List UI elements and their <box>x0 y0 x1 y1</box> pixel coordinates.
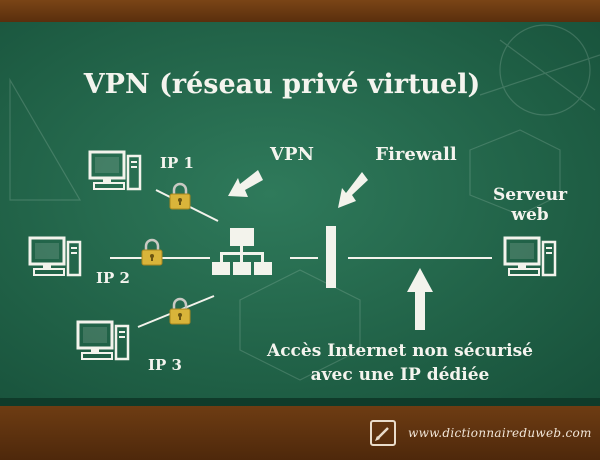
computer-icon-ip3 <box>76 320 130 361</box>
vpn-label: VPN <box>269 144 314 165</box>
ip1-label: IP 1 <box>160 154 194 172</box>
network-hub-icon <box>212 228 272 275</box>
firewall-label: Firewall <box>375 144 457 165</box>
firewall-icon <box>326 226 336 288</box>
padlock-icon-ip2 <box>140 238 164 267</box>
internet-label-line1: Accès Internet non sécurisé <box>266 341 533 361</box>
arrow-icon-internet <box>407 268 433 330</box>
footer-watermark: www.dictionnaireduweb.com <box>370 420 592 448</box>
ip2-label: IP 2 <box>96 269 130 287</box>
server-icon <box>503 236 557 277</box>
diagram-title: VPN (réseau privé virtuel) <box>83 69 481 100</box>
board-edge <box>0 398 600 406</box>
frame-top <box>0 0 600 22</box>
padlock-icon-ip3 <box>168 297 192 326</box>
computer-icon-ip2 <box>28 236 82 277</box>
padlock-icon-ip1 <box>168 182 192 211</box>
connection-lines <box>110 189 492 328</box>
server-label-line1: Serveur <box>493 185 568 205</box>
pencil-icon <box>370 420 396 446</box>
internet-label-line2: avec une IP dédiée <box>311 365 490 385</box>
footer-url: www.dictionnaireduweb.com <box>408 426 592 440</box>
background-geometry <box>9 24 600 381</box>
frame-bottom <box>0 404 600 460</box>
arrow-icon-firewall <box>338 172 368 208</box>
computer-icon-ip1 <box>88 150 142 191</box>
ip3-label: IP 3 <box>148 356 182 374</box>
server-label-line2: web <box>510 205 548 225</box>
arrow-icon-vpn <box>228 170 263 197</box>
